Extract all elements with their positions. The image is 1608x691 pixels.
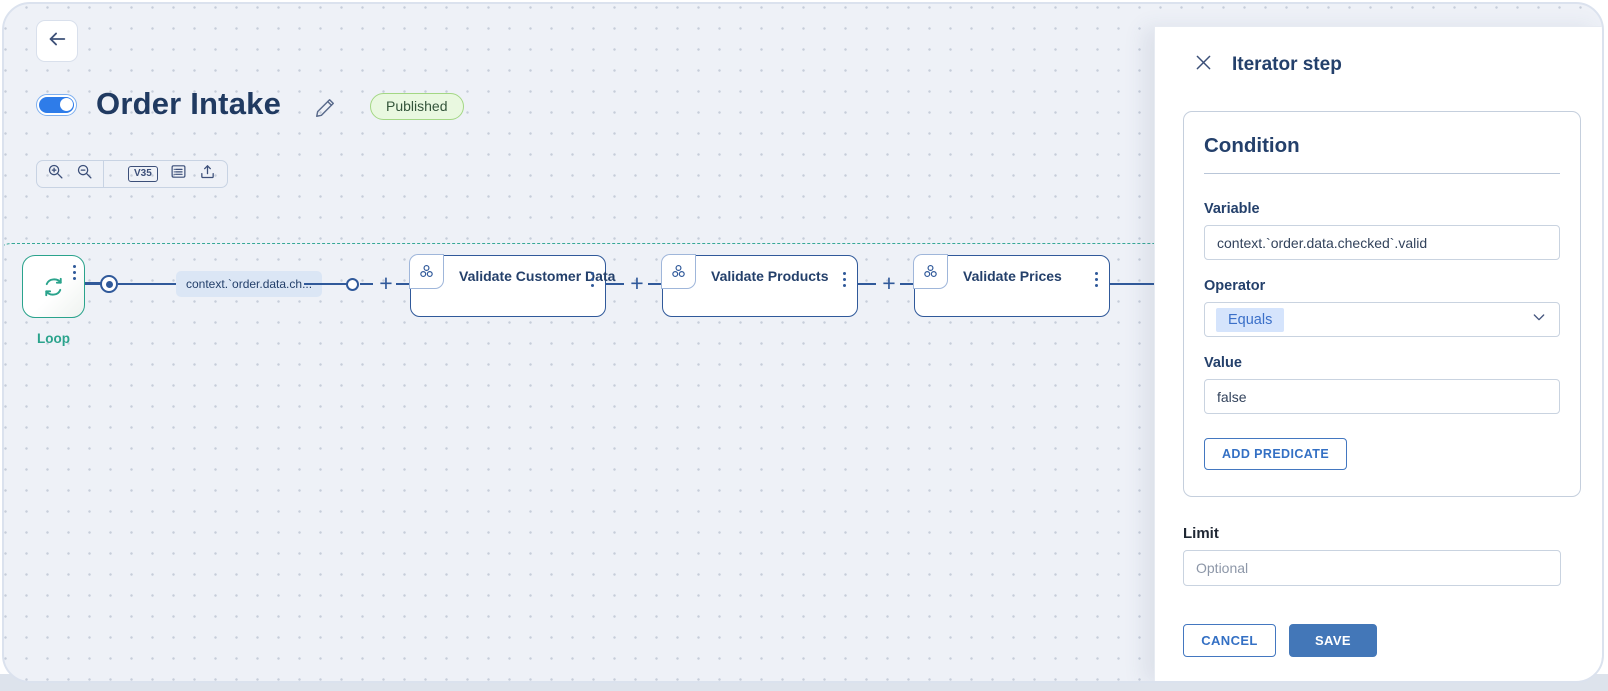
loop-output-port[interactable]	[100, 275, 118, 293]
back-button[interactable]	[36, 20, 78, 62]
variable-input[interactable]	[1204, 225, 1560, 260]
branch-port[interactable]	[346, 278, 359, 291]
operator-selected-value: Equals	[1216, 307, 1285, 332]
iterator-step-panel: Iterator step Condition Variable Operato…	[1154, 26, 1602, 681]
connector-line	[648, 283, 662, 285]
zoom-in-icon	[47, 163, 64, 185]
node-validate-prices[interactable]: Validate Prices	[913, 254, 1110, 317]
condition-card: Condition Variable Operator Equals Value…	[1183, 111, 1581, 497]
page-title: Order Intake	[96, 86, 282, 121]
toggle-track	[39, 97, 74, 113]
panel-actions: CANCEL SAVE	[1183, 624, 1602, 657]
arrow-left-icon	[46, 28, 68, 55]
loop-node-label: Loop	[37, 331, 70, 346]
limit-section: Limit	[1183, 525, 1561, 586]
version-badge: V35	[128, 166, 158, 182]
loop-node[interactable]	[22, 255, 85, 318]
node-menu-button[interactable]	[1092, 269, 1101, 290]
edit-title-button[interactable]	[314, 97, 336, 119]
add-step-button[interactable]: +	[882, 270, 896, 296]
node-title: Validate Prices	[963, 268, 1062, 284]
function-step-icon	[409, 254, 445, 290]
publish-toggle[interactable]	[36, 94, 77, 116]
operator-select[interactable]: Equals	[1204, 302, 1560, 337]
status-badge: Published	[370, 93, 464, 120]
zoom-out-icon	[76, 163, 93, 185]
version-button[interactable]: V35	[122, 161, 164, 187]
divider	[1204, 173, 1560, 174]
node-validate-customer-data[interactable]: Validate Customer Data	[409, 254, 615, 317]
pencil-icon	[314, 99, 336, 123]
list-icon	[170, 163, 187, 185]
operator-label: Operator	[1204, 278, 1266, 294]
toggle-knob	[60, 98, 73, 111]
loop-icon	[40, 275, 67, 304]
close-panel-button[interactable]	[1191, 53, 1215, 77]
add-predicate-button[interactable]: ADD PREDICATE	[1204, 438, 1348, 470]
connector-line	[84, 282, 102, 285]
connector-line	[304, 283, 347, 285]
variable-label: Variable	[1204, 201, 1260, 217]
loop-condition-chip[interactable]: context.`order.data.ch...	[176, 271, 323, 297]
close-icon	[1193, 52, 1214, 78]
connector-line	[858, 283, 876, 285]
version-list-button[interactable]	[164, 161, 193, 187]
node-menu-button[interactable]	[588, 269, 597, 290]
add-step-button[interactable]: +	[379, 270, 393, 296]
zoom-in-button[interactable]	[41, 161, 70, 187]
condition-heading: Condition	[1204, 134, 1300, 157]
panel-title: Iterator step	[1232, 54, 1342, 75]
chevron-down-icon	[1531, 309, 1547, 330]
panel-header: Iterator step	[1155, 27, 1602, 77]
save-button[interactable]: SAVE	[1289, 624, 1377, 657]
add-step-button[interactable]: +	[630, 270, 644, 296]
connector-line	[118, 283, 176, 285]
node-title: Validate Customer Data	[459, 268, 616, 284]
zoom-out-button[interactable]	[70, 161, 99, 187]
canvas-toolbar: V35	[36, 160, 228, 188]
function-step-icon	[913, 254, 949, 290]
value-label: Value	[1204, 355, 1242, 371]
connector-line	[396, 283, 410, 285]
connector-line	[360, 283, 373, 285]
loop-node-menu-button[interactable]	[70, 262, 79, 283]
connector-line	[900, 283, 914, 285]
export-button[interactable]	[193, 161, 222, 187]
node-validate-products[interactable]: Validate Products	[661, 254, 858, 317]
connector-line	[1110, 283, 1156, 285]
limit-label: Limit	[1183, 525, 1219, 542]
export-icon	[199, 163, 216, 185]
toolbar-divider	[103, 161, 104, 187]
node-title: Validate Products	[711, 268, 829, 284]
cancel-button[interactable]: CANCEL	[1183, 624, 1276, 657]
function-step-icon	[661, 254, 697, 290]
node-menu-button[interactable]	[840, 269, 849, 290]
connector-line	[606, 283, 624, 285]
value-input[interactable]	[1204, 379, 1560, 414]
limit-input[interactable]	[1183, 550, 1561, 586]
